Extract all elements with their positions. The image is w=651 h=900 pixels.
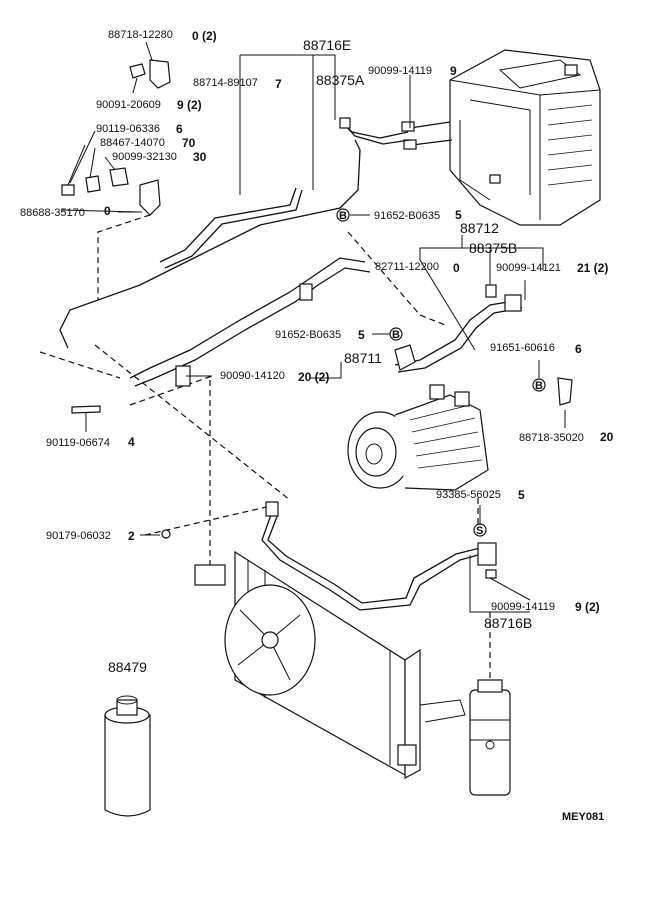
stud-callout-s-glyph: S	[476, 525, 483, 537]
pipe-88716B	[261, 501, 497, 611]
qty-90099-32130: 30	[193, 150, 207, 164]
leader-lines	[61, 41, 566, 613]
fitting-88375B	[485, 284, 497, 298]
label-90099-14119-b: 90099-14119	[491, 601, 555, 613]
condenser	[194, 550, 466, 779]
label-88714-89107: 88714-89107	[193, 77, 258, 89]
refrigerant-can	[104, 695, 151, 817]
qty-90099-14119-b: 9 (2)	[575, 600, 600, 614]
bolt-callout-b2-glyph: B	[392, 329, 400, 341]
qty-9-a: 9	[450, 64, 457, 78]
label-88718-35020: 88718-35020	[519, 432, 584, 444]
label-90119-06336: 90119-06336	[96, 123, 160, 135]
qty-90179-06032: 2	[128, 529, 135, 543]
qty-90091-20609: 9 (2)	[177, 98, 202, 112]
qty-88718-35020: 20	[600, 430, 614, 444]
hose-88712	[394, 294, 523, 373]
qty-90119-06336: 6	[176, 122, 183, 136]
callout-circles: B B B S	[336, 208, 546, 537]
label-88688-35170: 88688-35170	[20, 207, 85, 219]
qty-90090-14120: 20 (2)	[298, 370, 329, 384]
label-88711: 88711	[344, 350, 382, 366]
qty-88688-35170: 0	[104, 204, 111, 218]
evaporator-unit	[401, 49, 601, 226]
label-90090-14120: 90090-14120	[220, 370, 285, 382]
qty-91652-B0635-a: 5	[455, 208, 462, 222]
bolt-callout-b3-glyph: B	[535, 380, 543, 392]
pipe-88716E	[59, 119, 411, 349]
clamp-88718-12280	[149, 59, 171, 89]
label-90091-20609: 90091-20609	[96, 99, 161, 111]
label-88712: 88712	[460, 220, 499, 236]
hose-88711	[129, 257, 371, 387]
label-88467-14070: 88467-14070	[100, 137, 165, 149]
grommet-88467-14070	[85, 175, 101, 193]
qty-82711-12200: 0	[453, 261, 460, 275]
receiver-dryer	[469, 679, 511, 796]
label-90099-32130: 90099-32130	[112, 151, 177, 163]
bolt-90119-06674	[71, 405, 101, 414]
qty-88718-12280: 0 (2)	[192, 29, 217, 43]
label-88375B: 88375B	[469, 240, 517, 256]
label-90099-14121: 90099-14121	[496, 262, 561, 274]
label-88716B: 88716B	[484, 615, 532, 631]
bracket	[139, 179, 161, 216]
qty-88714-89107: 7	[275, 77, 282, 91]
cushion-90099-32130	[109, 167, 129, 187]
qty-93385-56025: 5	[518, 488, 525, 502]
clamp-88718-35020	[557, 377, 573, 406]
label-90119-06674: 90119-06674	[46, 437, 110, 449]
label-91652-B0635-a: 91652-B0635	[374, 210, 440, 222]
qty-91651-60616: 6	[575, 342, 582, 356]
oring-90099-14119b	[485, 569, 497, 579]
bolt-callout-b1	[336, 208, 350, 222]
label-90179-06032: 90179-06032	[46, 530, 111, 542]
bolt-callout-b1-glyph: B	[339, 210, 347, 222]
qty-88467-14070: 70	[182, 136, 196, 150]
bolt-88688-35170	[61, 184, 75, 196]
label-82711-12200: 82711-12200	[375, 261, 439, 273]
label-88718-12280: 88718-12280	[108, 29, 173, 41]
diagram-code: MEY081	[562, 811, 604, 823]
part-labels: 88718-12280 0 (2) 88716E 88714-89107 7 8…	[20, 29, 614, 823]
bolt-callout-b3	[532, 378, 546, 392]
qty-90119-06674: 4	[128, 435, 135, 449]
label-93385-56025: 93385-56025	[436, 489, 501, 501]
label-88479: 88479	[108, 659, 147, 675]
small-parts	[61, 59, 573, 579]
label-88716E: 88716E	[303, 37, 351, 53]
compressor	[347, 384, 489, 491]
qty-90099-14121: 21 (2)	[577, 261, 608, 275]
label-88375A: 88375A	[316, 72, 365, 88]
fitting-88375A	[339, 117, 351, 129]
label-91652-B0635-b: 91652-B0635	[275, 329, 341, 341]
nut-90179-06032	[161, 529, 171, 539]
label-90099-14119-a: 90099-14119	[368, 65, 432, 77]
qty-91652-B0635-b: 5	[358, 328, 365, 342]
bolt-90091-20609	[129, 63, 146, 79]
label-91651-60616: 91651-60616	[490, 342, 555, 354]
